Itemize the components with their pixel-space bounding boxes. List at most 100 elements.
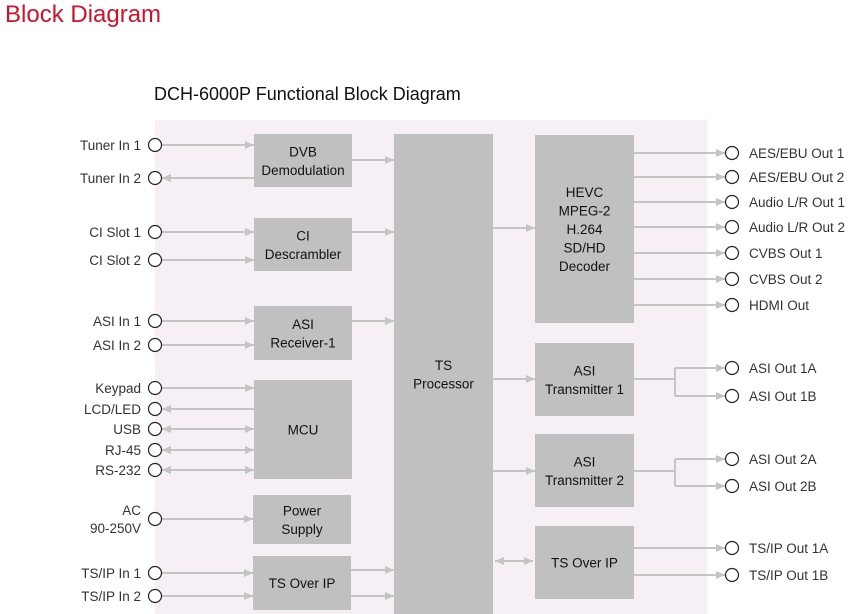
arrow-head: [245, 446, 254, 454]
block-asi-tx2-label: ASI: [574, 454, 596, 469]
output-port-label: CVBS Out 2: [749, 272, 823, 287]
input-port[interactable]: [147, 224, 163, 240]
arrow-head: [245, 228, 254, 236]
arrow-head: [245, 466, 254, 474]
output-port-label: ASI Out 2A: [749, 452, 817, 467]
output-port-label: ASI Out 1B: [749, 389, 817, 404]
input-port[interactable]: [147, 565, 163, 581]
output-port[interactable]: [724, 478, 740, 494]
block-decoder-label: Decoder: [559, 259, 611, 274]
output-port[interactable]: [724, 388, 740, 404]
block-dvb-label: Demodulation: [261, 163, 344, 178]
arrow-head: [716, 364, 725, 372]
input-port[interactable]: [147, 337, 163, 353]
arrow-head: [162, 446, 171, 454]
input-port[interactable]: [147, 421, 163, 437]
arrow-head: [526, 375, 535, 383]
arrow-head: [244, 592, 253, 600]
arrow-head: [716, 198, 725, 206]
output-port[interactable]: [724, 169, 740, 185]
output-port-label: Audio L/R Out 2: [749, 220, 845, 235]
block-mcu: [254, 380, 352, 479]
arrow-head: [716, 275, 725, 283]
output-port-label: HDMI Out: [749, 298, 809, 313]
block-decoder-label: SD/HD: [563, 241, 605, 256]
output-port-label: ASI Out 2B: [749, 479, 817, 494]
output-port[interactable]: [724, 194, 740, 210]
input-port[interactable]: [147, 380, 163, 396]
output-port[interactable]: [724, 297, 740, 313]
input-port-label: TS/IP In 1: [81, 566, 141, 581]
arrow-head: [245, 341, 254, 349]
arrow-head: [716, 301, 725, 309]
block-asi-rx-label: Receiver-1: [270, 335, 335, 350]
output-port[interactable]: [724, 540, 740, 556]
block-dvb-label: DVB: [289, 144, 317, 159]
input-port-label: TS/IP In 2: [81, 589, 141, 604]
input-port-label: USB: [113, 422, 141, 437]
input-port-label: RS-232: [95, 463, 141, 478]
output-port[interactable]: [724, 360, 740, 376]
output-port[interactable]: [724, 145, 740, 161]
input-port[interactable]: [147, 252, 163, 268]
block-power-label: Power: [283, 503, 322, 518]
arrow-head: [716, 544, 725, 552]
diagram-title: DCH-6000P Functional Block Diagram: [154, 84, 461, 104]
arrow-head: [716, 223, 725, 231]
output-port[interactable]: [724, 451, 740, 467]
input-port-label: ASI In 1: [93, 314, 141, 329]
arrow-head: [245, 256, 254, 264]
arrow-head: [526, 467, 535, 475]
input-port-label: Keypad: [95, 381, 141, 396]
input-port[interactable]: [147, 511, 163, 527]
functional-blocks: DVBDemodulationCIDescramblerASIReceiver-…: [253, 134, 634, 614]
output-port[interactable]: [724, 219, 740, 235]
input-port[interactable]: [147, 588, 163, 604]
block-ci: [254, 218, 352, 271]
input-port[interactable]: [147, 170, 163, 186]
arrow-head: [385, 156, 394, 164]
input-port[interactable]: [147, 401, 163, 417]
input-port[interactable]: [147, 137, 163, 153]
input-port[interactable]: [147, 313, 163, 329]
block-asi-tx1-label: ASI: [574, 363, 596, 378]
block-asi-rx: [254, 306, 352, 360]
block-tsoip-in: [253, 556, 351, 610]
arrow-head: [244, 515, 253, 523]
block-tsoip-out: [535, 526, 634, 599]
block-power-label: Supply: [281, 522, 323, 537]
block-asi-tx1-label: Transmitter 1: [545, 382, 624, 397]
input-port[interactable]: [147, 462, 163, 478]
block-asi-tx2: [535, 434, 634, 507]
output-port[interactable]: [724, 245, 740, 261]
arrow-head: [716, 249, 725, 257]
output-port[interactable]: [724, 567, 740, 583]
arrow-head: [245, 141, 254, 149]
block-asi-rx-label: ASI: [292, 317, 314, 332]
input-port-label: ASI In 2: [93, 338, 141, 353]
arrow-head: [385, 228, 394, 236]
input-port-label: LCD/LED: [84, 402, 141, 417]
output-port[interactable]: [724, 271, 740, 287]
connection-lines: [162, 141, 725, 600]
block-ci-label: Descrambler: [265, 247, 342, 262]
input-port-label: Tuner In 2: [80, 171, 141, 186]
arrow-head: [716, 173, 725, 181]
block-asi-tx2-label: Transmitter 2: [545, 473, 624, 488]
arrow-head: [245, 425, 254, 433]
block-mcu-label: MCU: [288, 423, 319, 438]
arrow-head: [162, 466, 171, 474]
input-port-label: AC: [122, 503, 141, 518]
arrow-head: [245, 317, 254, 325]
block-tsoip-out-label: TS Over IP: [551, 556, 618, 571]
arrow-head: [716, 149, 725, 157]
block-decoder: [535, 135, 634, 323]
arrow-head: [162, 425, 171, 433]
arrow-head: [716, 571, 725, 579]
input-port[interactable]: [147, 442, 163, 458]
block-ts-proc-label: TS: [435, 358, 452, 373]
block-ts-proc-label: Processor: [413, 376, 474, 391]
arrow-head: [385, 317, 394, 325]
arrow-head: [716, 392, 725, 400]
